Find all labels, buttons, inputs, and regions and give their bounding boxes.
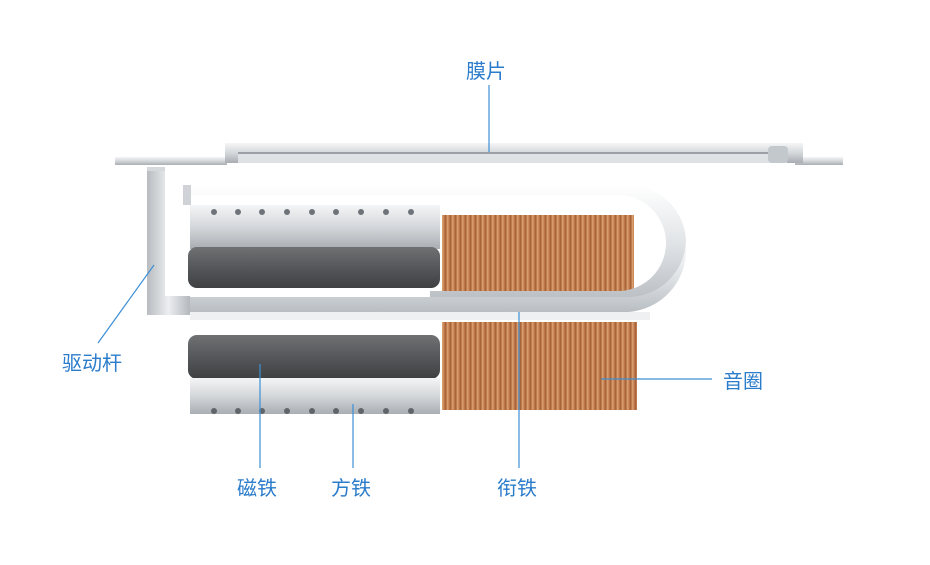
label-square-iron: 方铁 xyxy=(331,476,371,500)
label-diaphragm: 膜片 xyxy=(466,59,506,83)
label-armature: 衔铁 xyxy=(497,476,537,500)
label-voice-coil: 音圈 xyxy=(723,369,763,393)
diaphragm xyxy=(115,143,843,165)
upper-magnet xyxy=(188,247,440,288)
label-drive-rod: 驱动杆 xyxy=(62,351,122,375)
lower-magnet xyxy=(188,335,440,379)
upper-rivet-row xyxy=(211,209,414,215)
upper-square-iron xyxy=(190,205,440,249)
label-magnet: 磁铁 xyxy=(237,476,277,500)
armature xyxy=(183,185,687,320)
upper-voice-coil xyxy=(442,215,634,297)
drive-rod xyxy=(147,167,190,315)
leader-lines xyxy=(97,85,712,468)
lower-square-iron xyxy=(190,378,440,414)
leader-drive-rod xyxy=(97,264,155,344)
lower-voice-coil xyxy=(442,322,637,410)
